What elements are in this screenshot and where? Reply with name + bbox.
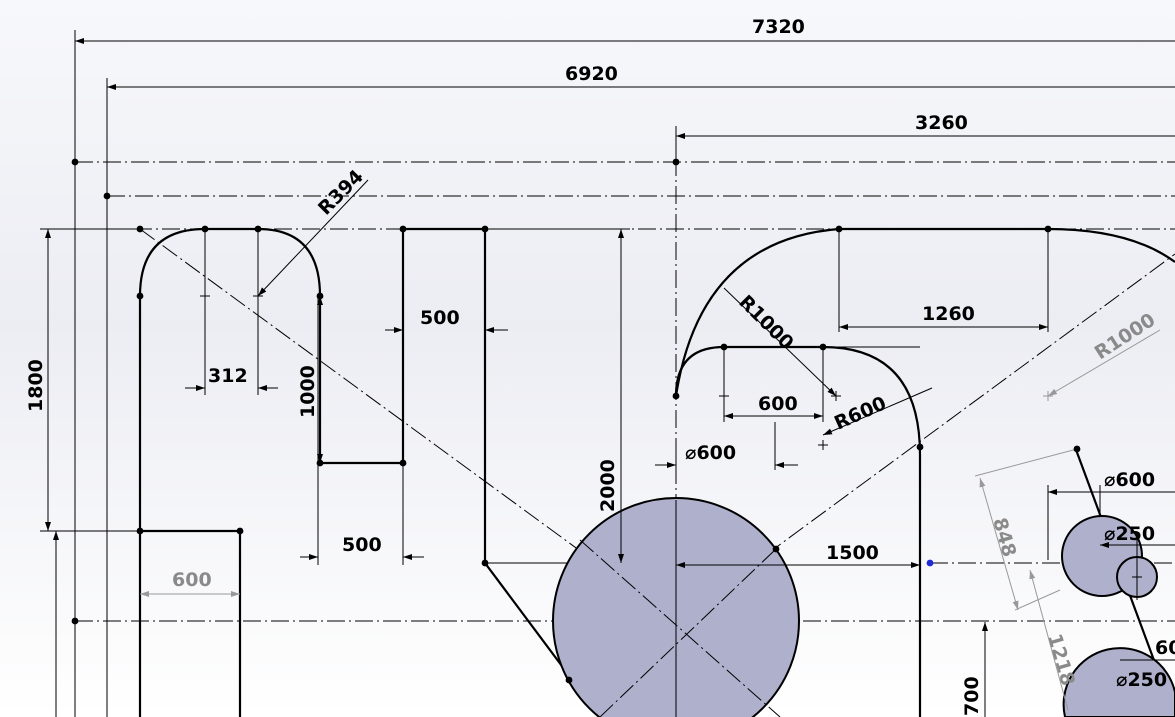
- dim-700[interactable]: 700: [961, 676, 983, 716]
- dim-dia250-top[interactable]: ⌀250: [1104, 523, 1155, 545]
- dim-dia600-left[interactable]: ⌀600: [685, 442, 736, 464]
- dim-1800[interactable]: 1800: [25, 359, 47, 412]
- dim-1260[interactable]: 1260: [922, 303, 975, 325]
- sketch-points: [71, 158, 1142, 684]
- dim-1500[interactable]: 1500: [826, 542, 879, 564]
- dim-500-top[interactable]: 500: [420, 307, 460, 329]
- dim-600-mid[interactable]: 600: [758, 393, 798, 415]
- dim-312[interactable]: 312: [208, 365, 248, 387]
- dim-dia600-right[interactable]: ⌀600: [1104, 469, 1155, 491]
- dim-dia250-bottom[interactable]: ⌀250: [1116, 669, 1167, 691]
- dim-6920[interactable]: 6920: [565, 63, 618, 85]
- dim-3260[interactable]: 3260: [915, 112, 968, 134]
- selected-point[interactable]: [926, 559, 934, 567]
- extension-lines: [40, 30, 1101, 717]
- dim-1000[interactable]: 1000: [297, 365, 319, 418]
- dim-2000[interactable]: 2000: [597, 459, 619, 512]
- dim-500-bottom[interactable]: 500: [342, 534, 382, 556]
- dimension-lines: [45, 38, 1175, 717]
- dim-60-cut[interactable]: 60: [1155, 637, 1175, 659]
- dim-7320[interactable]: 7320: [752, 16, 805, 38]
- dim-600-left[interactable]: 600: [172, 569, 212, 591]
